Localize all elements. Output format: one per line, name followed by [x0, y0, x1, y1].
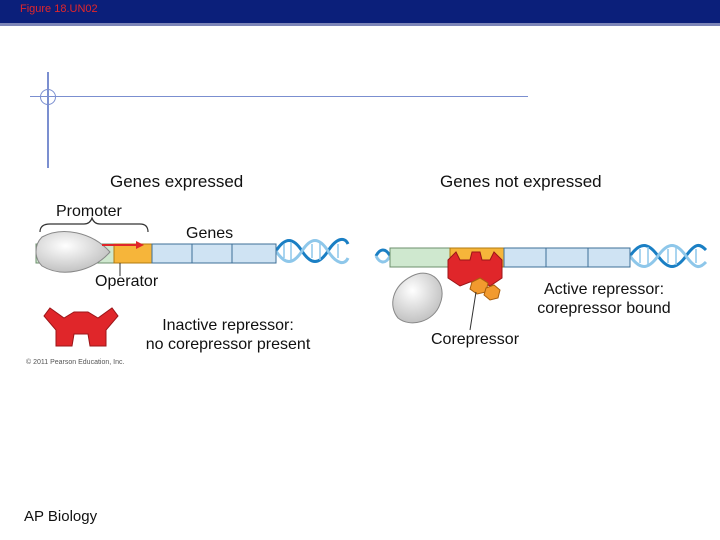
inactive-repressor: [43, 307, 119, 347]
operator-label: Operator: [95, 273, 159, 290]
left-panel-title: Genes expressed: [110, 172, 244, 191]
active-repressor-label-line1: Active repressor:: [543, 281, 665, 298]
footer-course-label: AP Biology: [24, 508, 98, 525]
inactive-repressor-label-line2: no corepressor present: [145, 336, 311, 353]
active-repressor-label: Active repressor: corepressor bound: [516, 280, 692, 318]
genes-label: Genes: [186, 225, 234, 242]
left-gene-segments: [151, 243, 277, 264]
left-dna-helix: [274, 237, 350, 265]
right-dna-helix-left: [374, 248, 392, 264]
left-rna-polymerase: [35, 231, 111, 273]
right-rna-polymerase: [392, 272, 443, 324]
figure-title: Figure 18.UN02: [20, 3, 98, 15]
inactive-repressor-label: Inactive repressor: no corepressor prese…: [124, 316, 332, 354]
inactive-repressor-label-line1: Inactive repressor:: [162, 317, 294, 334]
active-repressor: [447, 251, 503, 287]
corepressor-molecules: [469, 277, 501, 301]
promoter-brace: [39, 216, 149, 233]
active-repressor-label-line2: corepressor bound: [537, 300, 671, 317]
right-gene-segments: [503, 247, 631, 268]
corepressor-pointer: [469, 291, 477, 331]
transcription-arrow: [102, 241, 144, 249]
promoter-label: Promoter: [56, 203, 122, 220]
corepressor-label: Corepressor: [431, 331, 520, 348]
title-bar: [0, 0, 720, 23]
crosshair-icon: [40, 89, 56, 105]
decorative-vertical-line: [47, 72, 49, 168]
decorative-horizontal-line: [30, 96, 528, 97]
right-dna-helix-right: [628, 244, 708, 268]
right-promoter-segment: [389, 247, 451, 268]
title-bar-stripe: [0, 23, 720, 26]
copyright-notice: © 2011 Pearson Education, Inc.: [26, 359, 125, 366]
left-operator-segment: [113, 243, 153, 264]
right-panel-title: Genes not expressed: [440, 172, 602, 191]
